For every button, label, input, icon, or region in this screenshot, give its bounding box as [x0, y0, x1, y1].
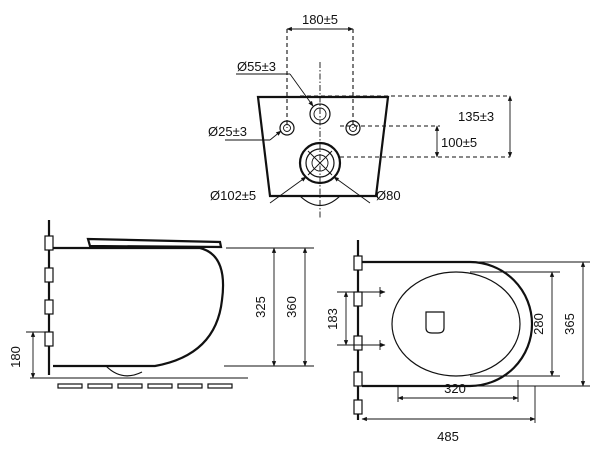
- dim-102: Ø102±5: [210, 188, 256, 203]
- back-view-outline: [256, 95, 390, 198]
- side-lid: [86, 237, 223, 249]
- dim-135: 135±3: [458, 109, 494, 124]
- dim-100: 100±5: [441, 135, 477, 150]
- dim-80: Ø80: [376, 188, 401, 203]
- dim-180: 180±5: [302, 12, 338, 27]
- plan-bowl-outer: [362, 260, 534, 388]
- side-outlet: [105, 365, 143, 377]
- dim-25: Ø25±3: [208, 124, 247, 139]
- back-view: 180±5 Ø55±3 Ø25±3 Ø102±5 Ø80 135±3: [208, 12, 513, 218]
- dim-325: 325: [253, 296, 268, 318]
- dim-55: Ø55±3: [237, 59, 276, 74]
- upper-hole: [309, 103, 331, 125]
- dim-280: 280: [531, 313, 546, 335]
- left-hole: [279, 120, 295, 136]
- dim-365: 365: [562, 313, 577, 335]
- dim-320: 320: [444, 381, 466, 396]
- plan-view: 183 320 485 280 365: [325, 240, 590, 444]
- dim-360: 360: [284, 296, 299, 318]
- outlet-outer: [298, 141, 342, 185]
- dim-485: 485: [437, 429, 459, 444]
- plan-bowl-inner: [391, 271, 521, 377]
- dim-side-180: 180: [8, 346, 23, 368]
- plan-drain: [425, 311, 445, 334]
- side-bowl: [53, 246, 225, 368]
- dim-183: 183: [325, 308, 340, 330]
- right-hole: [345, 120, 361, 136]
- side-view: 180 325 360: [8, 220, 314, 389]
